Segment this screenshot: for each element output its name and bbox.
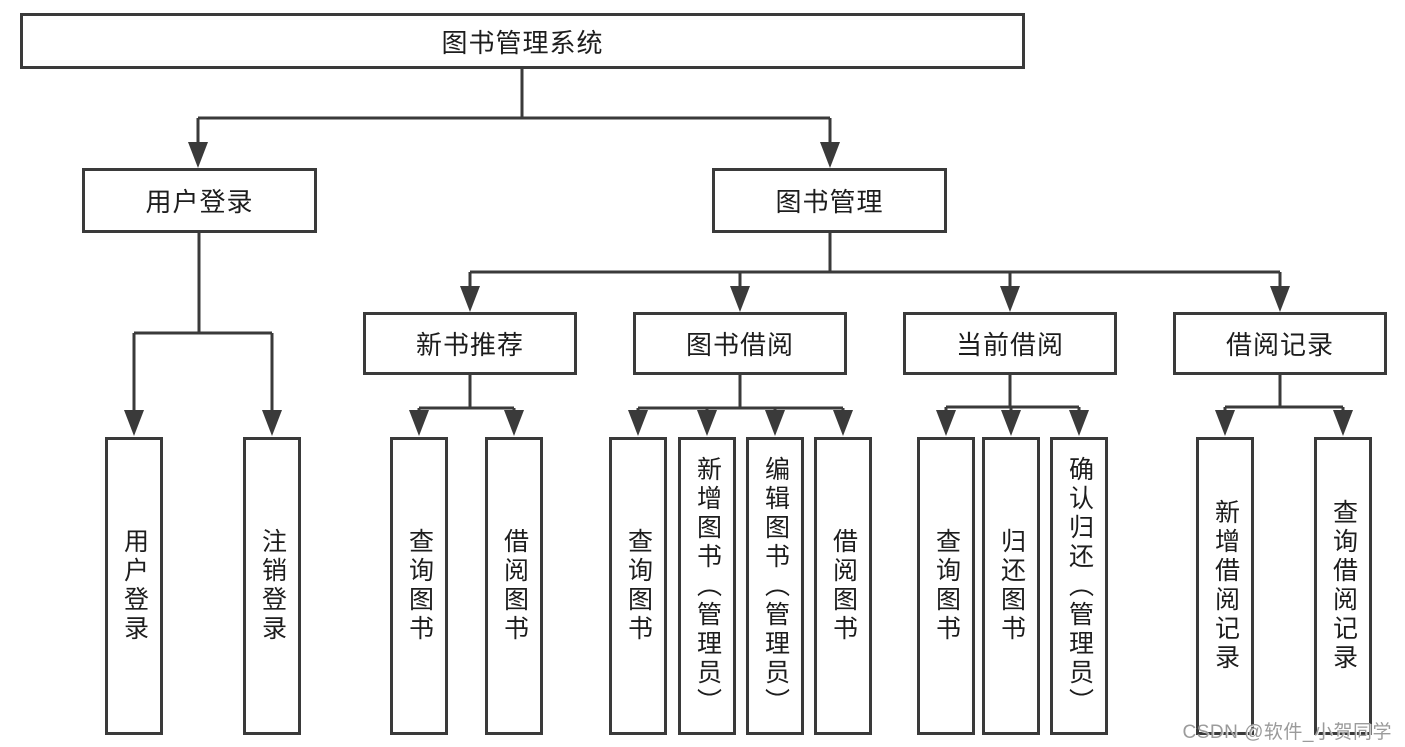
arrow-icon [124,410,144,436]
leaf-return-books: 归还图书 [982,437,1040,735]
leaf-query-books-borrow: 查询图书 [609,437,667,735]
leaf-user-login: 用户登录 [105,437,163,735]
node-book-management: 图书管理 [712,168,947,233]
arrow-icon [820,142,840,168]
leaf-query-borrow-record: 查询借阅记录 [1314,437,1372,735]
arrow-icon [697,410,717,436]
node-borrow-records: 借阅记录 [1173,312,1387,375]
csdn-watermark: CSDN @软件_小贺同学 [1182,722,1392,743]
connector-borrow-records-to-leaves [1223,375,1345,424]
connector-user-login-to-leaves [132,233,274,424]
arrow-icon [833,410,853,436]
leaf-add-book-admin: 新增图书（管理员） [678,437,736,735]
node-root: 图书管理系统 [20,13,1025,69]
leaf-add-borrow-record: 新增借阅记录 [1196,437,1254,735]
connector-current-borrowing-to-leaves [944,375,1081,424]
arrow-icon [1270,286,1290,312]
arrow-icon [460,286,480,312]
leaf-borrow-books-recommend: 借阅图书 [485,437,543,735]
arrow-icon [936,410,956,436]
leaf-query-books-current: 查询图书 [917,437,975,735]
arrow-icon [628,410,648,436]
arrow-icon [504,410,524,436]
connector-new-book-to-leaves [417,375,516,424]
arrow-icon [409,410,429,436]
arrow-icon [765,410,785,436]
leaf-confirm-return-admin: 确认归还（管理员） [1050,437,1108,735]
arrow-icon [188,142,208,168]
leaf-query-books-recommend: 查询图书 [390,437,448,735]
node-current-borrowing: 当前借阅 [903,312,1117,375]
connector-book-borrowing-to-leaves [636,375,845,424]
arrow-icon [1215,410,1235,436]
arrow-icon [1333,410,1353,436]
connector-book-management-to-level3 [468,233,1282,298]
arrow-icon [1000,286,1020,312]
node-new-book-recommendation: 新书推荐 [363,312,577,375]
arrow-icon [730,286,750,312]
leaf-logout: 注销登录 [243,437,301,735]
arrow-icon [1001,410,1021,436]
arrow-icon [262,410,282,436]
leaf-borrow-books: 借阅图书 [814,437,872,735]
node-book-borrowing: 图书借阅 [633,312,847,375]
arrow-icon [1069,410,1089,436]
connector-root-to-level2 [196,69,832,150]
node-user-login: 用户登录 [82,168,317,233]
leaf-edit-book-admin: 编辑图书（管理员） [746,437,804,735]
